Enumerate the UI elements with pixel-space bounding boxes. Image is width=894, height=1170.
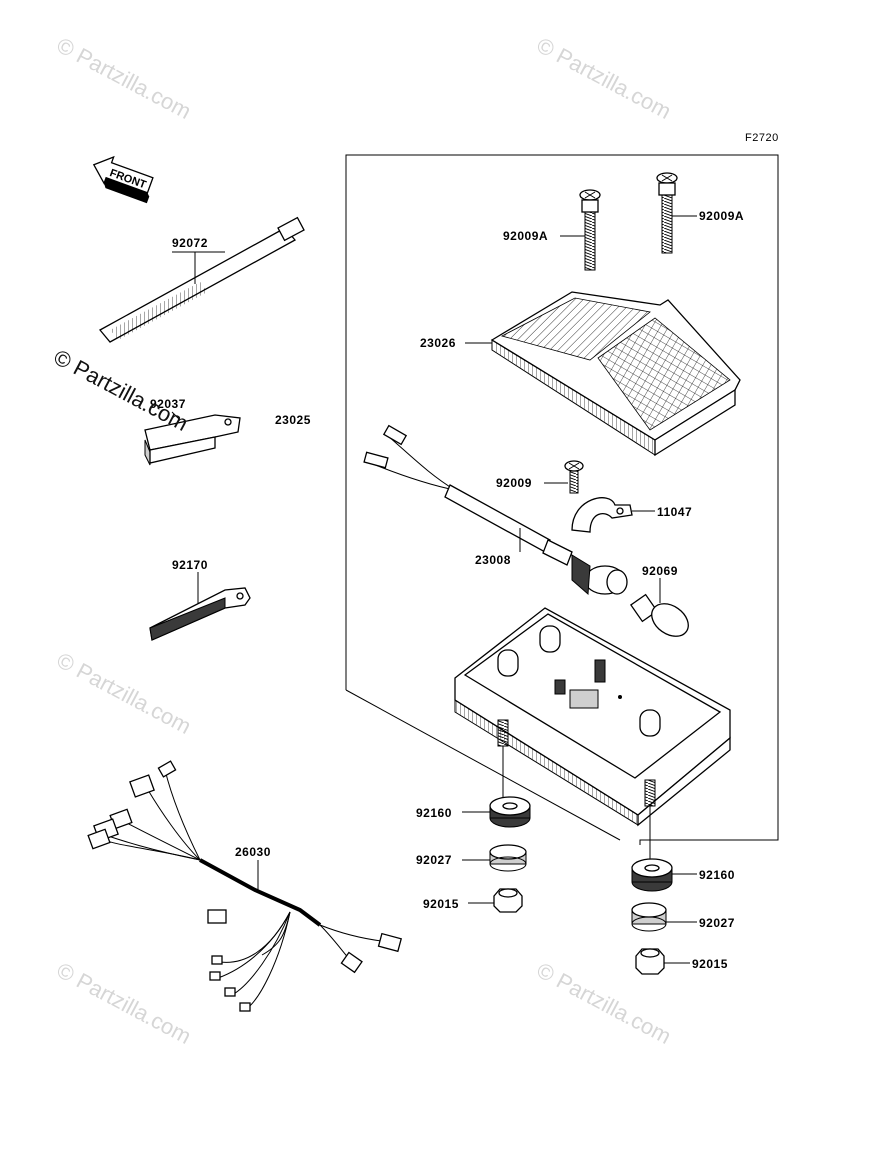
socket-harness-23008 <box>363 424 628 596</box>
part-label-92027-left: 92027 <box>416 853 452 867</box>
part-label-92015-left: 92015 <box>423 897 459 911</box>
front-arrow-icon: FRONT <box>92 155 154 204</box>
screw-92009 <box>544 460 584 494</box>
housing-base <box>454 607 731 860</box>
part-label-23008: 23008 <box>475 553 511 567</box>
part-label-92015-right: 92015 <box>692 957 728 971</box>
watermark-text: © Partzilla.com <box>533 32 676 124</box>
grommet-92160-left <box>462 796 531 828</box>
part-label-23025: 23025 <box>275 413 311 427</box>
watermark-text: © Partzilla.com <box>53 957 196 1049</box>
figure-code: F2720 <box>745 132 779 144</box>
cable-tie-92072 <box>98 216 305 343</box>
part-label-11047: 11047 <box>657 505 692 519</box>
grommet-92160-right <box>631 858 697 892</box>
lens-23026 <box>465 291 741 457</box>
clamp-92037 <box>144 411 241 466</box>
strap-92170 <box>149 572 251 641</box>
part-label-92037: 92037 <box>150 397 186 411</box>
assembly-bracket <box>345 154 779 845</box>
part-label-92009a-right: 92009A <box>699 209 744 223</box>
clamp-11047 <box>571 497 655 533</box>
watermark-text: © Partzilla.com <box>53 647 196 739</box>
part-label-92009a-left: 92009A <box>503 229 548 243</box>
part-label-92027-right: 92027 <box>699 916 735 930</box>
bolt-92009a-right <box>656 172 697 254</box>
part-label-26030: 26030 <box>235 845 271 859</box>
collar-92027-right <box>631 902 697 932</box>
nut-92015-left <box>468 888 523 913</box>
bulb-92069 <box>629 578 689 637</box>
part-label-92170: 92170 <box>172 558 208 572</box>
part-label-92160-right: 92160 <box>699 868 735 882</box>
nut-92015-right <box>635 948 690 975</box>
part-label-92069: 92069 <box>642 564 678 578</box>
bolt-92009a-left <box>560 189 601 271</box>
watermark-text-dark: © Partzilla.com <box>50 344 193 436</box>
part-label-92072: 92072 <box>172 236 208 250</box>
part-label-92160-left: 92160 <box>416 806 452 820</box>
watermark-text: © Partzilla.com <box>53 32 196 124</box>
part-label-23026: 23026 <box>420 336 456 350</box>
wire-harness-26030 <box>87 760 403 1012</box>
collar-92027-left <box>462 844 527 872</box>
part-label-92009: 92009 <box>496 476 532 490</box>
